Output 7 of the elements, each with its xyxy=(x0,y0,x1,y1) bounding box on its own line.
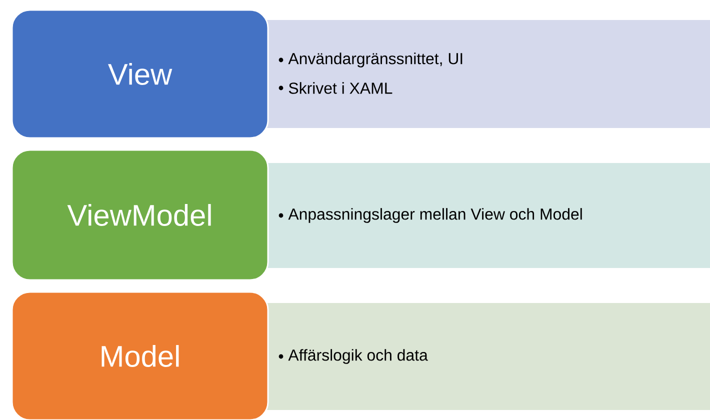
layer-box: View xyxy=(11,9,269,139)
bullet-item: Affärslogik och data xyxy=(278,349,428,364)
layer-box: ViewModel xyxy=(11,149,269,281)
bullet-item: Användargränssnittet, UI xyxy=(278,52,462,68)
bullet-item: Skrivet i XAML xyxy=(278,82,392,94)
bullet-item: Anpassningslager mellan View och Model xyxy=(278,208,582,223)
layer-box: Model xyxy=(11,291,269,420)
